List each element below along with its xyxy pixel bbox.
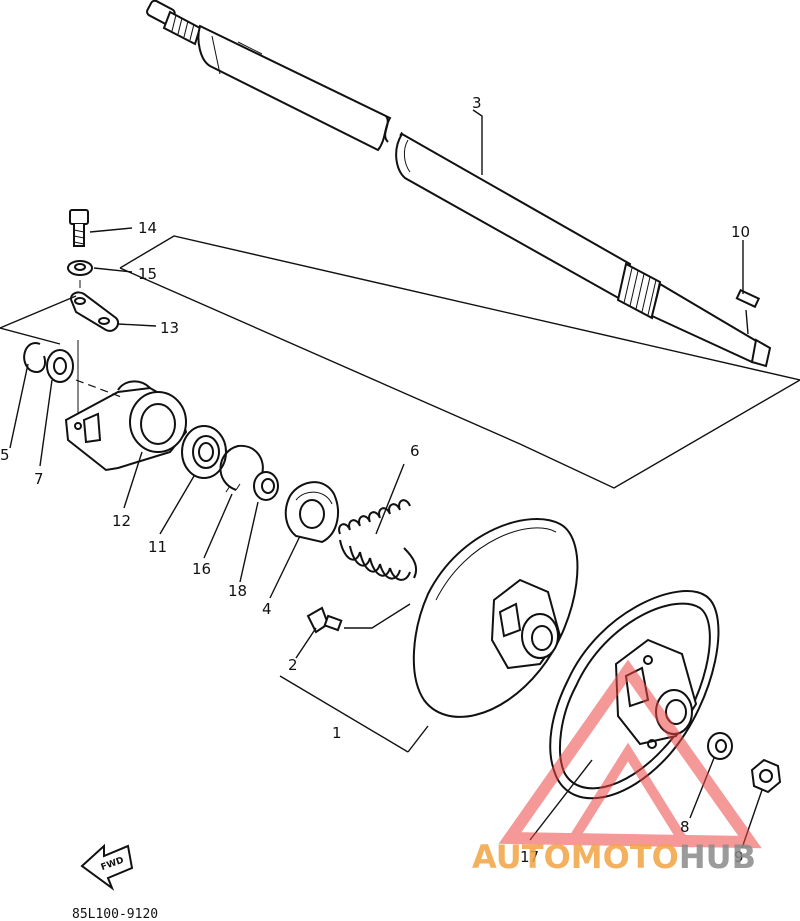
nut (750, 758, 782, 794)
watermark-part-1: AUTO (472, 838, 571, 876)
callout-1: 1 (332, 724, 342, 742)
fixed-sheave (549, 590, 720, 800)
callout-9: 9 (734, 848, 744, 866)
diagram-code: 85L100-9120 (72, 907, 158, 921)
watermark-part-2: MOTO (571, 838, 679, 876)
lock-plate (70, 291, 120, 332)
watermark-text: AUTOMOTOHUB (472, 838, 756, 876)
callout-8: 8 (680, 818, 690, 836)
circlip (23, 342, 46, 374)
bolt (69, 209, 89, 247)
callout-4: 4 (262, 600, 272, 618)
callout-14: 14 (138, 219, 157, 237)
callout-16: 16 (192, 560, 211, 578)
callout-7: 7 (34, 470, 44, 488)
oil-seal (46, 349, 74, 383)
callout-2: 2 (288, 656, 298, 674)
bearing-circlip (219, 444, 264, 493)
watermark-part-3: HUB (679, 838, 756, 876)
callout-10: 10 (731, 223, 750, 241)
callout-15: 15 (138, 265, 157, 283)
callout-13: 13 (160, 319, 179, 337)
callout-3: 3 (472, 94, 482, 112)
woodruff-key (735, 288, 761, 309)
compression-spring (338, 499, 418, 581)
secondary-shaft (146, 0, 772, 368)
bearing-housing (64, 380, 188, 472)
callout-12: 12 (112, 512, 131, 530)
callout-5: 5 (0, 446, 10, 464)
callout-18: 18 (228, 582, 247, 600)
svg-text:AUTOMOTOHUB: AUTOMOTOHUB (472, 838, 756, 876)
callout-17: 17 (520, 848, 539, 866)
ball-bearing (181, 425, 227, 479)
collar (253, 471, 279, 501)
torque-cam (284, 481, 339, 544)
callout-6: 6 (410, 442, 420, 460)
shaft-spline-end (146, 0, 202, 46)
guide-pin (306, 606, 343, 634)
spring-washer (67, 260, 93, 276)
fwd-arrow-icon: FWD (80, 843, 134, 891)
callout-11: 11 (148, 538, 167, 556)
plain-washer (707, 732, 733, 760)
watermark-logo-triangles (498, 659, 762, 849)
sliding-sheave (412, 517, 579, 718)
